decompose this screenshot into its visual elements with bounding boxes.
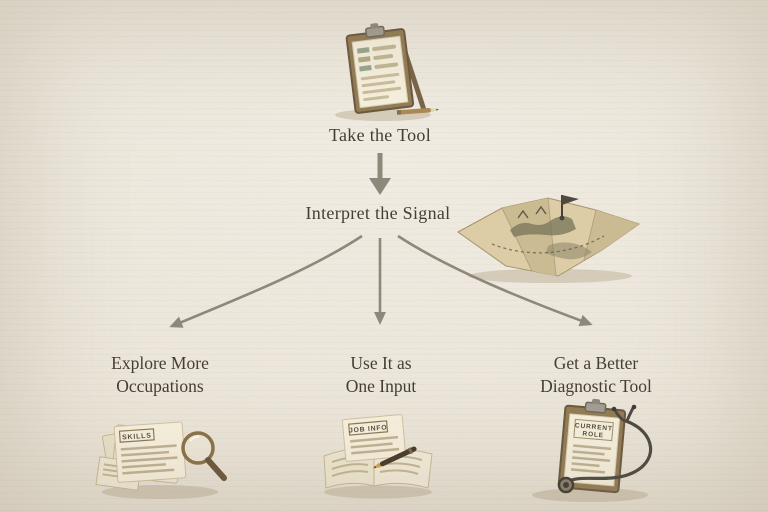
branch-label-line: One Input — [345, 376, 417, 396]
shadow — [324, 485, 432, 499]
down-arrow-icon — [369, 153, 391, 195]
branch-label-use-it-as-one-input: Use It as One Input — [300, 352, 462, 398]
arrow-to-diagnostic-tool — [397, 234, 593, 327]
stethoscope-icon — [557, 404, 653, 494]
current-role-clipboard-stethoscope-icon: CURRENT ROLE — [518, 396, 666, 505]
flag-icon — [559, 195, 579, 221]
step-interpret-the-signal-label: Interpret the Signal — [305, 203, 451, 223]
pen-icon — [371, 446, 417, 469]
branch-label-line: Occupations — [116, 376, 204, 396]
branch-label-explore-more-occupations: Explore More Occupations — [70, 352, 250, 398]
branch-label-line: Get a Better — [553, 353, 639, 373]
job-info-doc-label: JOB INFO — [349, 424, 388, 434]
magnifier-icon — [181, 431, 227, 481]
pencil-icon — [396, 107, 439, 115]
clipboard-board — [345, 23, 415, 114]
step-take-the-tool-label: Take the Tool — [328, 125, 432, 145]
job-info-papers-pen-icon: JOB INFO — [312, 404, 450, 501]
current-role-doc-label-line2: ROLE — [582, 431, 604, 440]
skills-papers-magnifier-icon: SKILLS — [92, 400, 240, 502]
shadow — [468, 269, 632, 283]
map-flag-icon — [452, 186, 650, 288]
role-clipboard: CURRENT ROLE — [557, 398, 627, 494]
current-role-doc-label-line1: CURRENT — [575, 422, 613, 432]
paper-stack: SKILLS — [95, 421, 187, 491]
branch-arrows-icon — [169, 234, 593, 328]
branch-label-line: Explore More — [111, 353, 209, 373]
branch-label-line: Use It as — [350, 353, 412, 373]
arrow-to-explore-more — [169, 234, 363, 328]
clipboard-checklist-icon — [305, 22, 455, 124]
branch-label-line: Diagnostic Tool — [540, 376, 652, 396]
job-info-sheet: JOB INFO — [341, 414, 407, 462]
map-sheet — [457, 197, 641, 277]
branch-label-get-a-better-diagnostic-tool: Get a Better Diagnostic Tool — [505, 352, 687, 398]
skills-doc-label: SKILLS — [122, 432, 152, 441]
